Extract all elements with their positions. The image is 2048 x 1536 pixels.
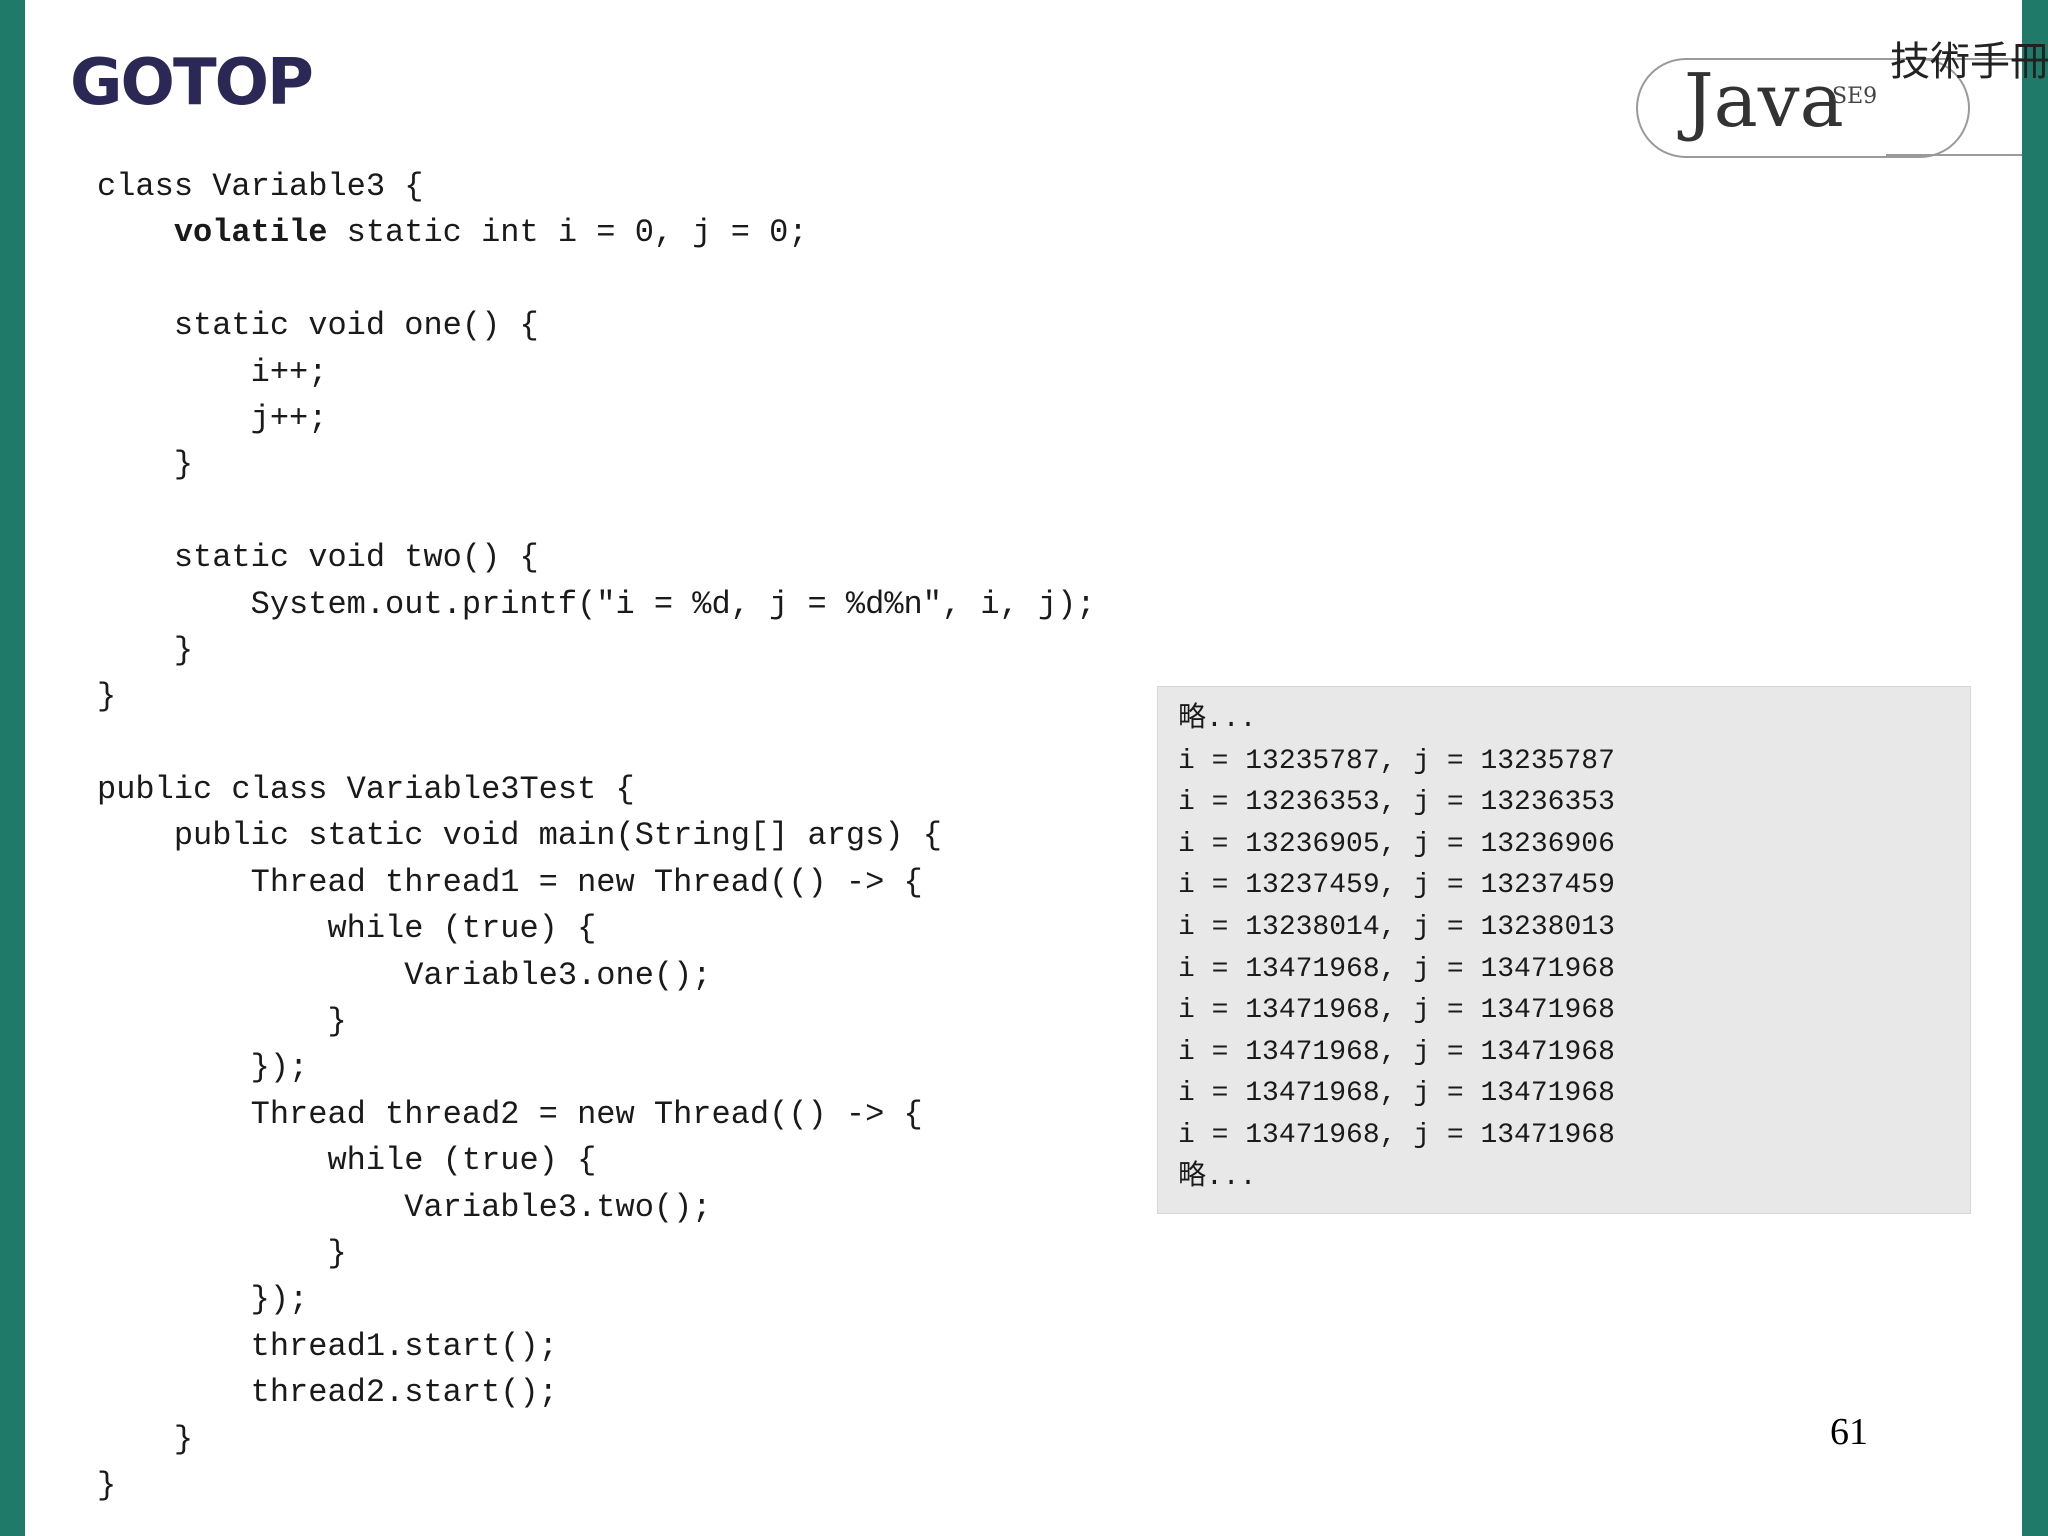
output-line: i = 13471968, j = 13471968 — [1178, 1119, 1615, 1151]
badge-java-text: Java — [1684, 58, 1844, 144]
code-line: static void two() { — [97, 539, 539, 577]
code-line: public static void main(String[] args) { — [97, 817, 942, 855]
output-line: 略... — [1178, 704, 1257, 735]
code-line: } — [97, 631, 194, 669]
code-line: System.out.printf("i = %d, j = %d%n", i,… — [97, 585, 1096, 623]
output-line: 略... — [1178, 1161, 1257, 1193]
java-code-listing: class Variable3 { volatile static int i … — [97, 164, 1096, 1509]
code-line: }); — [97, 1281, 309, 1319]
code-line: Variable3.one(); — [97, 956, 712, 994]
code-line: Variable3.two(); — [97, 1188, 712, 1226]
java-se9-badge: Java SE9 技術手冊 — [1636, 40, 2048, 176]
code-line — [97, 721, 1096, 767]
code-line: Thread thread1 = new Thread(() -> { — [97, 863, 923, 901]
code-line: i++; — [97, 353, 328, 391]
code-line: } — [97, 1420, 194, 1458]
output-line: i = 13236905, j = 13236906 — [1178, 828, 1615, 860]
code-line: } — [97, 1234, 347, 1272]
output-line: i = 13235787, j = 13235787 — [1178, 745, 1615, 777]
badge-pill-outline — [1636, 58, 1970, 158]
code-line: while (true) { — [97, 1142, 597, 1180]
console-output-text: 略... i = 13235787, j = 13235787 i = 132363… — [1178, 699, 1615, 1198]
badge-se-version: SE9 — [1832, 84, 1878, 109]
output-line: i = 13471968, j = 13471968 — [1178, 953, 1615, 985]
output-line: i = 13238014, j = 13238013 — [1178, 911, 1615, 943]
code-line: } — [97, 446, 194, 484]
code-line — [97, 257, 1096, 303]
output-line: i = 13471968, j = 13471968 — [1178, 995, 1615, 1027]
page-number: 61 — [1830, 1411, 1868, 1453]
code-line: }); — [97, 1049, 309, 1087]
code-keyword-bold: volatile — [173, 214, 328, 252]
badge-top-line — [1886, 58, 2022, 60]
code-line: thread2.start(); — [97, 1374, 558, 1412]
code-line: static void one() { — [97, 307, 539, 345]
code-line: Thread thread2 = new Thread(() -> { — [97, 1095, 923, 1133]
code-line: } — [97, 678, 117, 716]
code-line: thread1.start(); — [97, 1327, 558, 1365]
badge-chinese-title: 技術手冊 — [1890, 39, 2048, 85]
code-line: volatile static int i = 0, j = 0; — [173, 214, 808, 252]
left-side-band — [0, 0, 25, 1536]
code-line: class Variable3 { — [97, 168, 424, 205]
right-side-band — [2022, 0, 2048, 1536]
code-line — [97, 489, 1096, 535]
badge-bottom-line — [1886, 154, 2022, 156]
output-line: i = 13236353, j = 13236353 — [1178, 787, 1615, 819]
output-line: i = 13471968, j = 13471968 — [1178, 1036, 1615, 1068]
gotop-logo: GOTOP — [70, 46, 314, 120]
console-output-panel: 略... i = 13235787, j = 13235787 i = 132363… — [1157, 686, 1971, 1214]
code-line: while (true) { — [97, 910, 597, 948]
code-line: j++; — [97, 399, 328, 437]
code-line: public class Variable3Test { — [97, 771, 635, 809]
output-line: i = 13237459, j = 13237459 — [1178, 870, 1615, 902]
code-line: } — [97, 1466, 117, 1504]
code-line: } — [97, 1003, 347, 1041]
output-line: i = 13471968, j = 13471968 — [1178, 1078, 1615, 1110]
